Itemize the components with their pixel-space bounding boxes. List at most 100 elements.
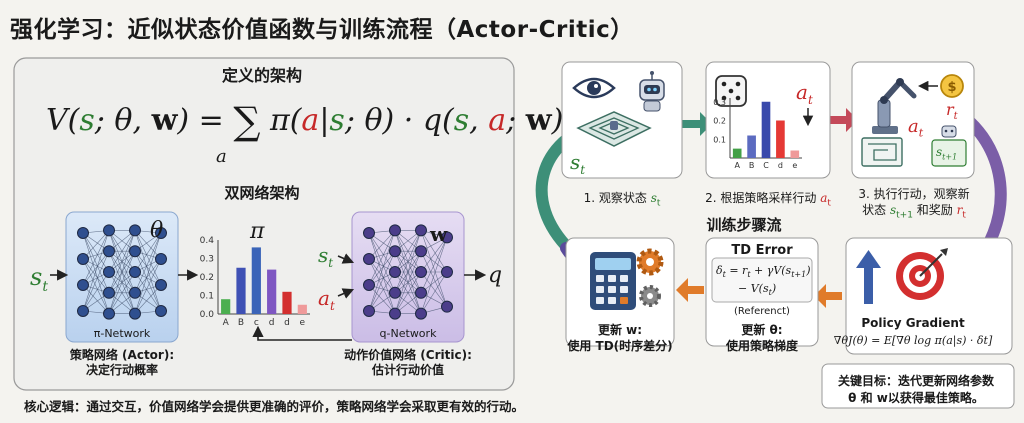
network-edge	[134, 230, 162, 286]
maze-small-icon	[861, 137, 903, 167]
bar-1	[236, 267, 246, 314]
up-arrow-icon	[856, 250, 881, 304]
arrow-step1-to-step2	[682, 112, 712, 136]
network-node	[441, 266, 453, 278]
network-edge	[82, 258, 110, 293]
network-node	[103, 224, 115, 237]
network-node	[415, 224, 427, 237]
target-icon	[896, 248, 948, 300]
y-tick-label: 0.2	[713, 117, 726, 126]
page-title: 强化学习：近似状态价值函数与训练流程（Actor-Critic）	[10, 17, 634, 43]
network-node	[103, 307, 115, 320]
network-edge	[368, 258, 396, 293]
arrow-pg-to-td	[814, 284, 842, 308]
network-edge	[82, 230, 110, 312]
q-output: q	[488, 263, 503, 288]
network-node	[103, 266, 115, 278]
small-robot-icon	[941, 125, 957, 138]
network-node	[363, 253, 375, 265]
policy-input-state: st	[30, 263, 48, 295]
network-edge	[134, 251, 162, 312]
network-node	[129, 224, 141, 237]
network-edge	[82, 251, 110, 312]
step2-icon-action: at	[796, 80, 813, 107]
x-tick-label: A	[734, 161, 740, 170]
network-node	[129, 307, 141, 320]
value-network-name: q-Network	[379, 327, 437, 340]
core-logic: 核心逻辑：通过交互，价值网络学会提供更准确的评价，策略网络学会采取更有效的行动。	[24, 399, 525, 414]
network-edge	[420, 237, 448, 293]
step3-caption: 3. 执行行动，观察新 状态 st+1 和奖励 rt	[858, 187, 970, 221]
q-input-state: st	[318, 243, 334, 270]
robot-arm-icon	[872, 78, 917, 134]
arrow-step2-to-step3	[830, 108, 858, 132]
network-edge	[420, 230, 448, 273]
network-edge	[82, 271, 110, 312]
calculator-icon	[590, 252, 636, 310]
y-tick-label: 0.1	[713, 135, 726, 144]
eye-icon	[572, 77, 616, 99]
bar-1	[747, 135, 756, 158]
network-edge	[368, 271, 396, 312]
network-edge	[368, 230, 396, 312]
network-edge	[134, 232, 162, 314]
network-node	[129, 286, 141, 299]
value-function-formula: V(s; θ, w) = ∑ π(a|s; θ) · q(s, a; w)	[46, 99, 564, 143]
arrow-at-to-q	[337, 288, 355, 299]
bar-0	[221, 299, 231, 314]
network-node	[441, 300, 453, 313]
network-edge	[368, 258, 396, 314]
network-node	[415, 266, 427, 278]
network-edge	[82, 232, 110, 273]
w-symbol: w	[430, 222, 448, 246]
network-edge	[368, 230, 396, 260]
step3-icon-next-state: st+1	[936, 145, 958, 162]
policy-network-caption: 策略网络 (Actor):决定行动概率	[69, 348, 175, 377]
x-tick-label: B	[238, 318, 244, 328]
network-edge	[134, 258, 162, 293]
network-edge	[420, 237, 448, 273]
network-node	[155, 305, 167, 317]
network-edge	[420, 237, 448, 314]
network-edge	[82, 284, 110, 314]
update-w-caption: 更新 w:使用 TD(时序差分)	[567, 323, 673, 353]
network-node	[363, 279, 375, 291]
network-node	[155, 227, 167, 239]
network-node	[415, 245, 427, 258]
dual-network-heading: 双网络架构	[224, 184, 300, 202]
theta-symbol: θ	[150, 218, 164, 243]
network-edge	[82, 230, 110, 260]
x-tick-label: C	[763, 161, 769, 170]
bar-2	[251, 247, 261, 314]
network-edge	[108, 271, 136, 314]
robot-icon	[639, 71, 665, 112]
network-edge	[420, 271, 448, 307]
network-node	[103, 286, 115, 299]
network-node	[129, 266, 141, 278]
network-edge	[368, 230, 396, 286]
network-edge	[134, 230, 162, 260]
network-edge	[82, 232, 110, 314]
coin-icon: $	[940, 74, 964, 98]
bar-5	[297, 304, 307, 314]
policy-network-graph	[77, 224, 167, 320]
network-edge	[82, 251, 110, 286]
bar-3	[776, 120, 785, 158]
network-edge	[134, 232, 162, 293]
bar-4	[790, 150, 800, 158]
network-node	[389, 307, 401, 320]
network-edge	[108, 230, 136, 293]
q-input-action: at	[318, 286, 335, 313]
x-tick-label: d	[778, 161, 783, 170]
policy-network-name: π-Network	[93, 327, 151, 340]
bar-3	[267, 269, 277, 314]
network-edge	[368, 284, 396, 314]
key-goal-card	[821, 363, 1015, 409]
td-reference: (Referenct)	[734, 306, 790, 317]
x-tick-label: e	[792, 161, 797, 170]
y-tick-label: 0.4	[200, 236, 215, 246]
policy-gradient-formula: ∇θJ(θ) = E[∇θ log π(a|s) · δt]	[833, 334, 993, 347]
step3-icon-reward: rt	[946, 100, 958, 123]
